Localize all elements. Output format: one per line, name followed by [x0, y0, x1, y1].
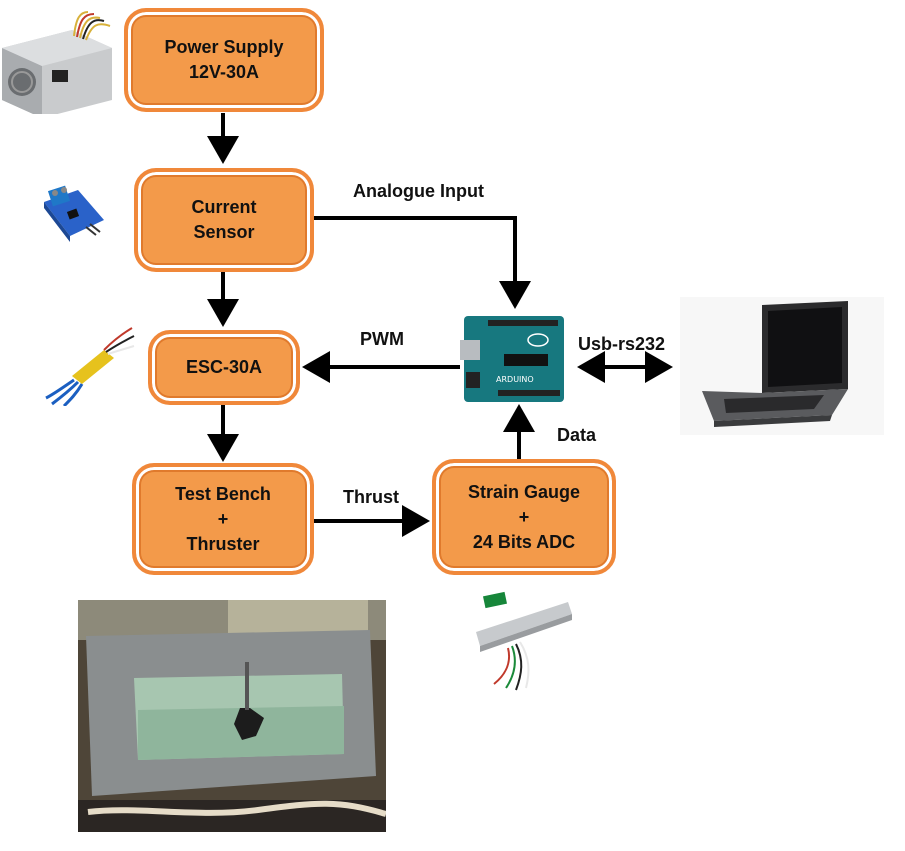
esc-block: ESC-30A — [148, 330, 300, 405]
power-supply-rating: 12V-30A — [188, 62, 260, 82]
test-bench-plus: + — [217, 508, 229, 529]
laptop-image — [680, 297, 884, 435]
test-bench-line1: Test Bench — [175, 483, 271, 504]
svg-text:ARDUINO: ARDUINO — [496, 375, 534, 384]
thrust-label: Thrust — [343, 487, 399, 507]
power-supply-block: Power Supply 12V-30A — [124, 8, 324, 112]
load-cell-image — [476, 591, 572, 691]
current-sensor-line1: Current — [191, 197, 257, 217]
data-label: Data — [557, 425, 597, 445]
arduino-board-image: ARDUINO — [460, 316, 564, 402]
test-bench-photo — [78, 600, 386, 832]
strain-gauge-plus: + — [518, 506, 530, 527]
strain-gauge-line1: Strain Gauge — [467, 481, 581, 502]
strain-gauge-line3: 24 Bits ADC — [472, 531, 576, 552]
test-bench-line3: Thruster — [186, 533, 260, 554]
power-supply-label: Power Supply — [164, 37, 284, 57]
usb-label: Usb-rs232 — [578, 334, 666, 354]
power-supply-image — [2, 11, 112, 114]
strain-gauge-block: Strain Gauge + 24 Bits ADC — [432, 459, 616, 575]
test-bench-block: Test Bench + Thruster — [132, 463, 314, 575]
analogue-input-label: Analogue Input — [353, 181, 484, 201]
current-sensor-image — [44, 185, 104, 242]
current-sensor-block: Current Sensor — [134, 168, 314, 272]
current-sensor-line2: Sensor — [193, 222, 255, 242]
esc-label: ESC-30A — [185, 357, 263, 377]
pwm-label: PWM — [360, 329, 404, 349]
arrow-sensor-to-arduino — [313, 216, 531, 309]
esc-image — [45, 327, 135, 406]
